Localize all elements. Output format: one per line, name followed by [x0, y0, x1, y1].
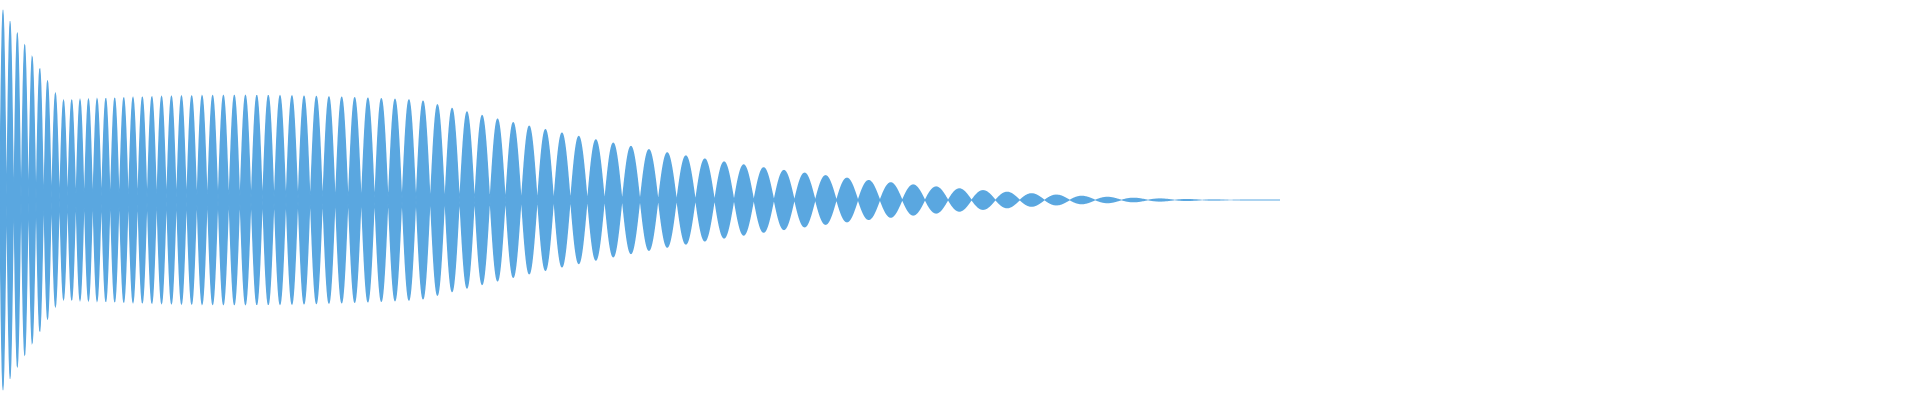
- waveform-path: [0, 9, 1280, 391]
